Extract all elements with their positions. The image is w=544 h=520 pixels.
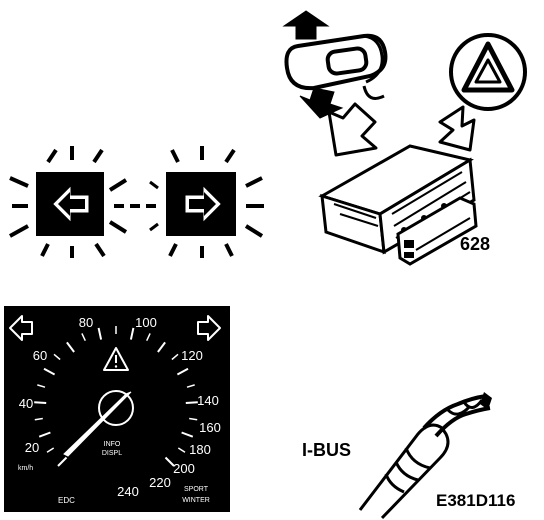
scale-label-40: 40	[19, 396, 33, 411]
scale-label-160: 160	[199, 420, 221, 435]
hazard-inner-triangle	[474, 58, 502, 84]
stalk-curl	[362, 85, 385, 100]
arrow-hazard-to-module-icon	[438, 105, 476, 152]
scale-label-100: 100	[135, 315, 157, 330]
cable-wire-b	[434, 406, 491, 438]
displ-label: DISPL	[102, 450, 122, 457]
hazard-button	[449, 33, 527, 111]
gauge-tick	[66, 341, 75, 353]
sport-label: SPORT	[184, 486, 209, 493]
scale-label-200: 200	[173, 461, 195, 476]
gauge-tick	[185, 401, 198, 404]
edc-label: EDC	[58, 496, 75, 505]
gauge-tick	[129, 327, 135, 340]
needle-hub	[98, 390, 134, 426]
cable-wire-ends	[480, 392, 492, 410]
flasher-module: 628	[318, 144, 490, 266]
gauge-tick	[157, 341, 166, 353]
scale-label-220: 220	[149, 475, 171, 490]
dial-right-arrow-icon	[197, 315, 221, 341]
left-indicator-lamp	[9, 146, 128, 258]
speedometer-dial	[4, 306, 230, 512]
scale-label-60: 60	[33, 348, 47, 363]
gauge-tick	[43, 367, 56, 376]
scale-label-140: 140	[197, 393, 219, 408]
dial-left-arrow-icon	[9, 315, 33, 341]
gauge-tick	[46, 447, 55, 453]
gauge-tick	[38, 431, 51, 438]
gauge-tick	[37, 384, 46, 388]
needle	[63, 391, 132, 457]
scale-label-80: 80	[79, 315, 93, 330]
gauge-tick	[171, 353, 179, 361]
gauge-tick	[177, 447, 186, 453]
gauge-tick	[164, 456, 175, 467]
scale-label-120: 120	[181, 348, 203, 363]
i-bus-label: I-BUS	[302, 440, 351, 460]
gauge-tick	[34, 401, 47, 404]
arrow-stalk-to-module-icon	[327, 102, 378, 157]
stalk-up-arrow-icon	[282, 10, 330, 40]
gauge-tick	[146, 333, 151, 342]
figure-code: E381D116	[436, 491, 515, 510]
unit-label: km/h	[18, 465, 33, 472]
gauge-tick	[181, 431, 194, 438]
gauge-tick	[34, 417, 43, 421]
gauge-tick	[186, 384, 195, 388]
speedometer: 20 40 60 80 100 120 140 160 180 200 220 …	[4, 306, 230, 512]
gauge-tick	[176, 367, 189, 376]
hazard-triangle-icon	[461, 41, 515, 93]
gauge-tick	[97, 327, 103, 340]
warning-triangle-icon	[103, 347, 129, 371]
gauge-ticks	[34, 326, 198, 467]
scale-label-240: 240	[117, 484, 139, 499]
module-connector	[396, 196, 478, 266]
part-number-label: 628	[460, 234, 490, 254]
gauge-tick	[53, 353, 61, 361]
stalk-tip	[363, 34, 384, 84]
gauge-tick	[81, 333, 86, 342]
gauge-tick	[57, 456, 68, 467]
stalk-down-arrow-icon	[299, 87, 344, 119]
scale-label-20: 20	[25, 440, 39, 455]
info-label: INFO	[104, 441, 121, 448]
stalk-button	[325, 46, 369, 76]
right-indicator-lamp	[149, 146, 264, 258]
cable-wire-a	[422, 394, 487, 430]
turn-signal-stalk	[282, 10, 388, 119]
gauge-tick	[189, 417, 198, 421]
scale-label-180: 180	[189, 442, 211, 457]
winter-label: WINTER	[182, 497, 210, 504]
i-bus-cable: I-BUS	[302, 392, 492, 520]
